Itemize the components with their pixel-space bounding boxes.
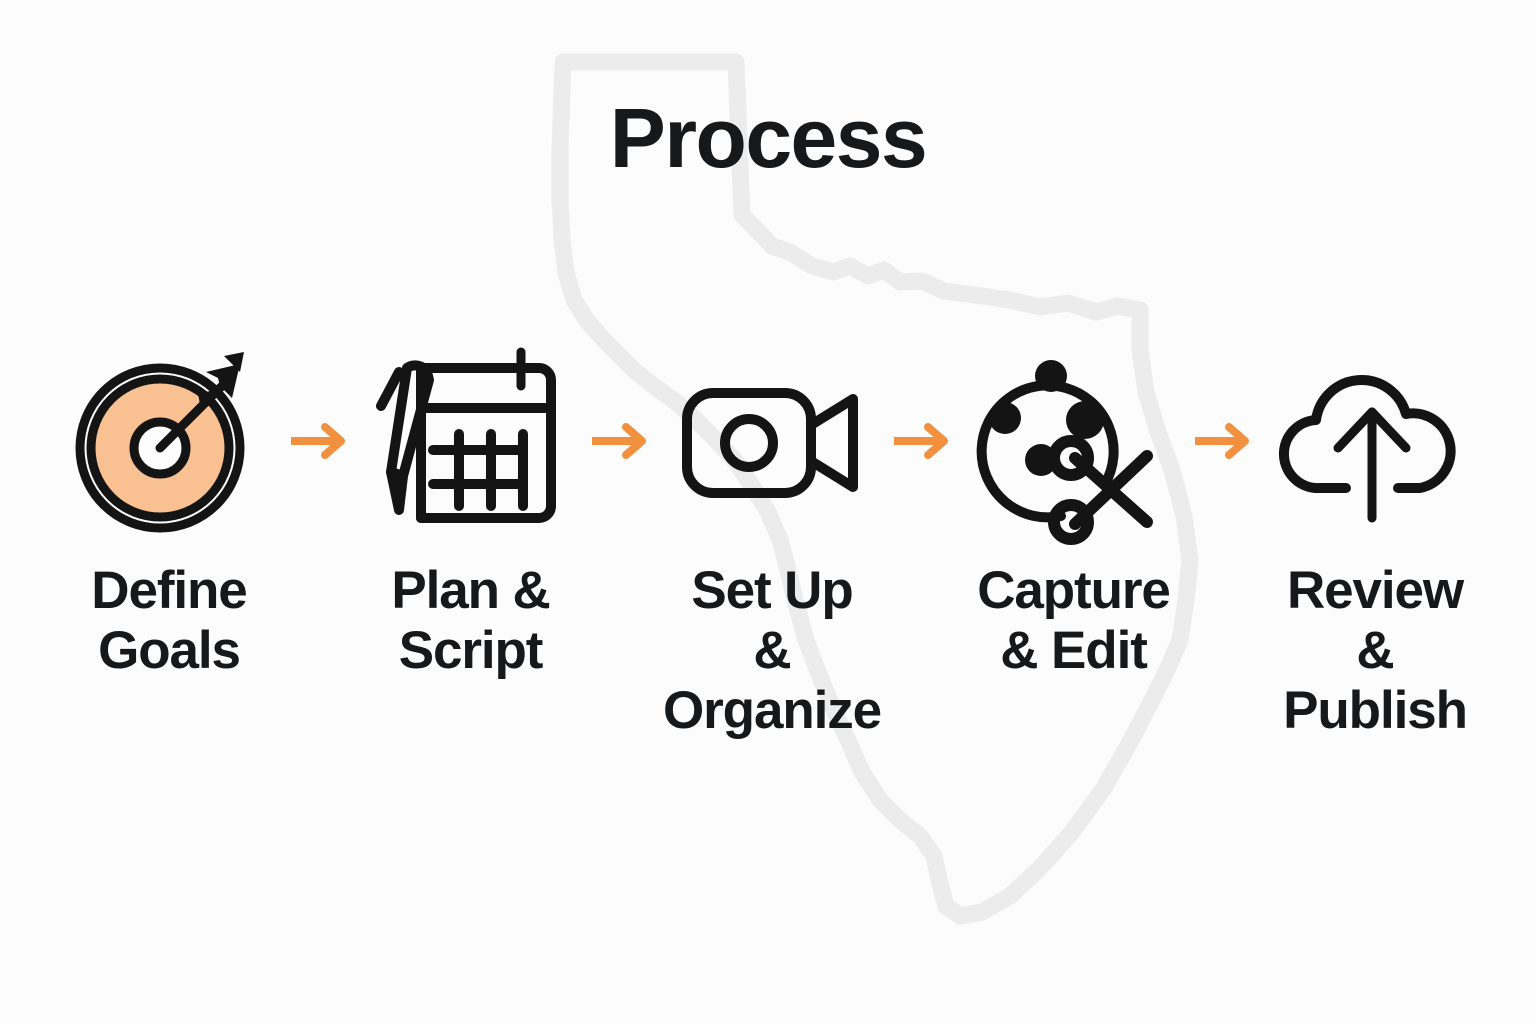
calendar-pen-icon [371, 347, 571, 533]
process-step-capture-edit[interactable]: Capture & Edit [967, 348, 1181, 681]
process-step-define-goals[interactable]: Define Goals [62, 348, 276, 681]
arrow-right-icon [893, 422, 948, 459]
cloud-upload-icon [1275, 348, 1475, 533]
arrow-right-icon [290, 422, 345, 459]
connector-arrow-2 [584, 348, 658, 533]
target-arrow-icon [69, 348, 269, 533]
arrow-right-icon [1195, 422, 1250, 459]
process-step-label: Set Up & Organize [663, 561, 882, 740]
process-step-plan-script[interactable]: Plan & Script [364, 347, 578, 681]
process-step-label: Define Goals [91, 561, 247, 680]
connector-arrow-1 [283, 348, 357, 533]
page-title: Process [609, 91, 928, 185]
process-step-label: Review & Publish [1283, 561, 1468, 740]
process-step-label: Capture & Edit [977, 561, 1171, 680]
film-reel-scissors-icon [974, 348, 1174, 545]
arrow-right-icon [592, 422, 647, 459]
connector-arrow-3 [886, 348, 960, 533]
process-step-list: Define Goals [62, 347, 1482, 740]
process-step-review-publish[interactable]: Review & Publish [1268, 348, 1482, 741]
process-step-set-up-organize[interactable]: Set Up & Organize [663, 348, 882, 741]
video-camera-icon [672, 348, 872, 533]
connector-arrow-4 [1187, 348, 1261, 533]
process-step-label: Plan & Script [391, 561, 550, 680]
